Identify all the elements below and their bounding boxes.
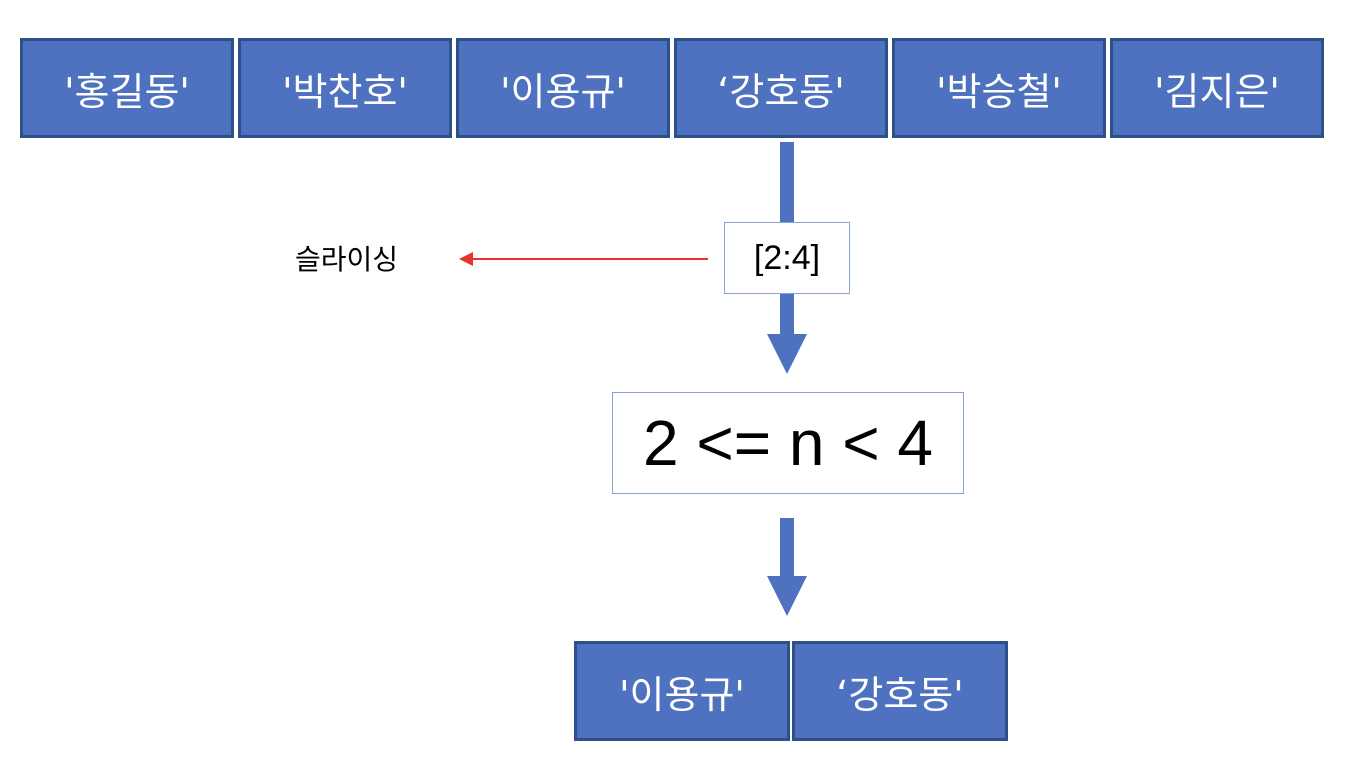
slicing-label: 슬라이싱 [295, 243, 399, 276]
source-item-4: '박승철' [892, 38, 1106, 138]
slice-expression: [2:4] [753, 238, 821, 277]
source-item-1: '박찬호' [238, 38, 452, 138]
arrow-down-icon [767, 334, 807, 374]
pointer-arrow-line [472, 258, 708, 260]
source-item-5: '김지은' [1110, 38, 1324, 138]
source-item-2: '이용규' [456, 38, 670, 138]
source-item-3: ‘강호동' [674, 38, 888, 138]
pointer-arrow-head-icon [459, 252, 473, 266]
result-item-0: '이용규' [574, 641, 790, 741]
arrow-down-icon [767, 576, 807, 616]
arrow-shaft-top [780, 142, 794, 224]
condition-box: 2 <= n < 4 [612, 392, 964, 494]
condition-text: 2 <= n < 4 [642, 407, 934, 479]
arrow-shaft-middle [780, 294, 794, 336]
slice-expression-box: [2:4] [724, 222, 850, 294]
arrow-shaft-bottom [780, 518, 794, 578]
source-item-0: '홍길동' [20, 38, 234, 138]
result-item-1: ‘강호동' [792, 641, 1008, 741]
